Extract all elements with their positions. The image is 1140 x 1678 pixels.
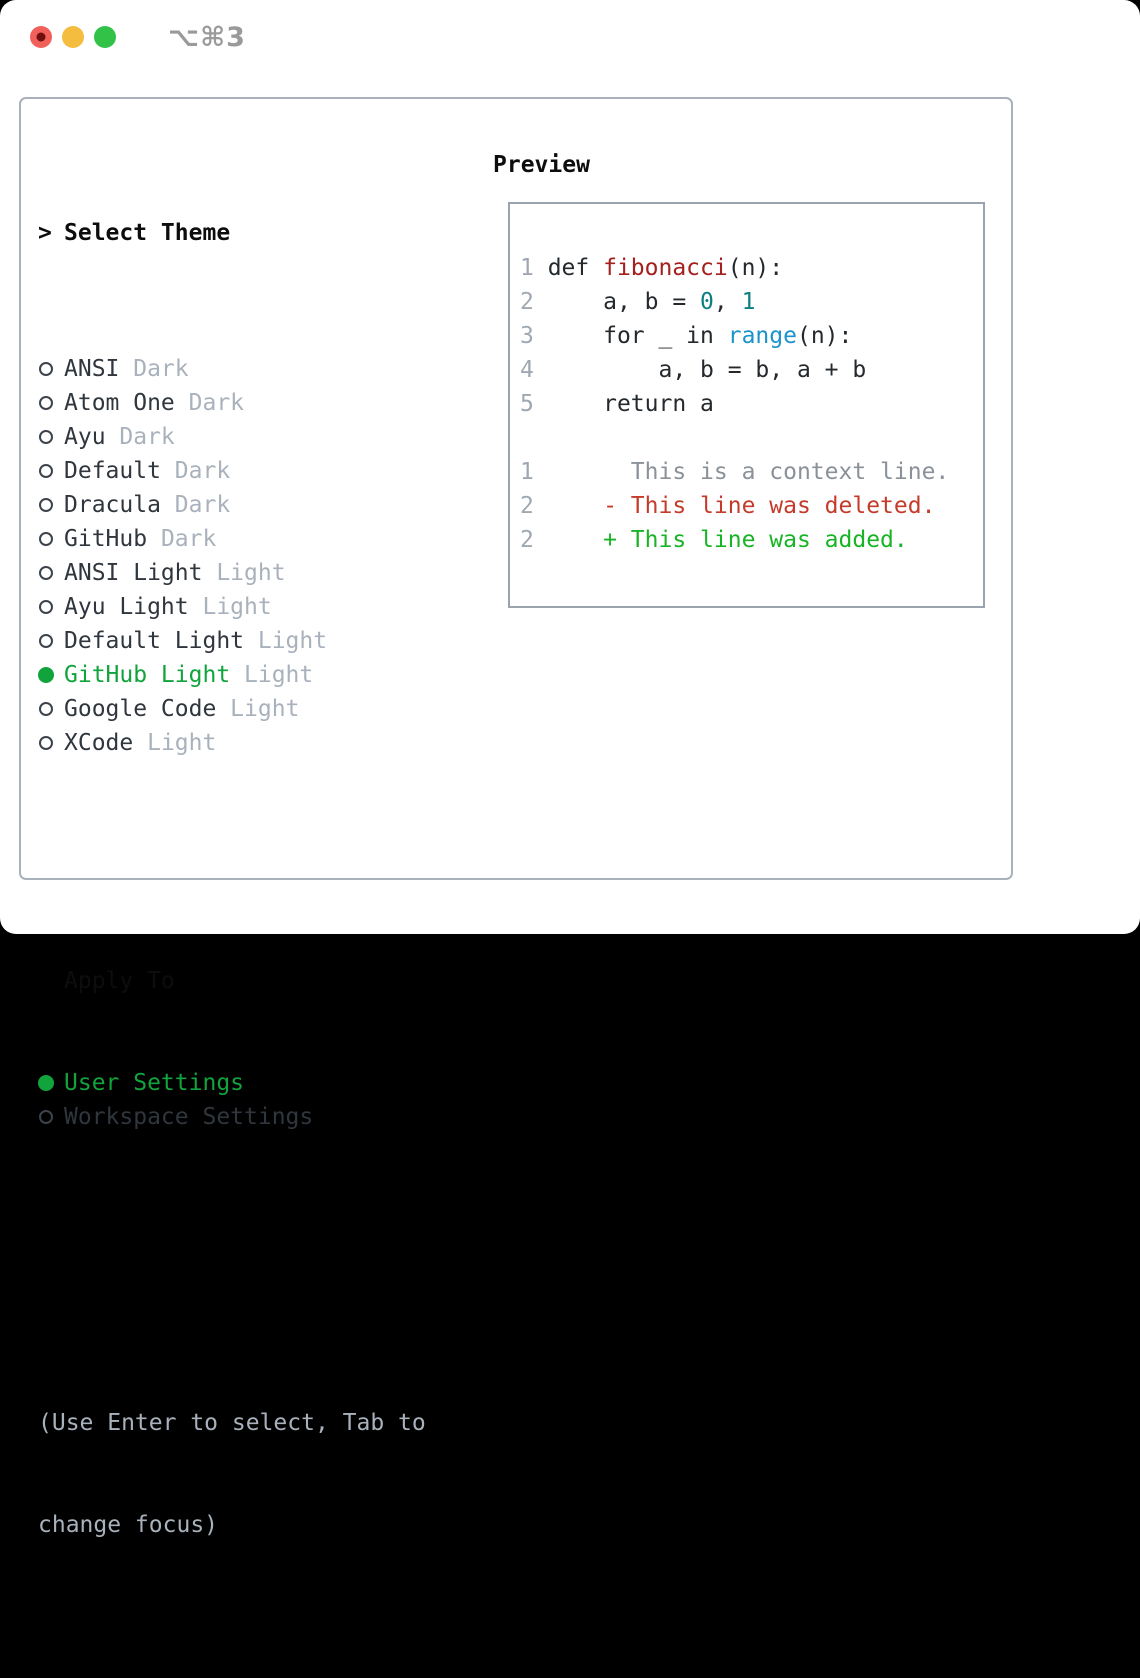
theme-option[interactable]: Ayu Light Light <box>38 590 426 624</box>
code-line: 3 for _ in range(n): <box>520 323 853 349</box>
theme-option[interactable]: Atom One Dark <box>38 386 426 420</box>
theme-option[interactable]: ANSI Dark <box>38 352 426 386</box>
radio-icon <box>38 702 64 716</box>
theme-option-label: Dracula <box>64 492 161 518</box>
theme-option-label: ANSI <box>64 356 120 382</box>
theme-option-label: Ayu Light <box>64 594 189 620</box>
theme-option-label: Default <box>64 458 161 484</box>
theme-option[interactable]: Ayu Dark <box>38 420 426 454</box>
code-line: 5 return a <box>520 391 714 417</box>
theme-option-label: ANSI Light <box>64 560 203 586</box>
radio-icon <box>38 430 64 444</box>
theme-variant-tag: Light <box>133 730 217 756</box>
theme-option[interactable]: Dracula Dark <box>38 488 426 522</box>
theme-option[interactable]: Default Dark <box>38 454 426 488</box>
theme-option-label: Ayu <box>64 424 106 450</box>
code-line: 2 - This line was deleted. <box>520 493 936 519</box>
theme-variant-tag: Dark <box>105 424 175 450</box>
theme-option[interactable]: XCode Light <box>38 726 426 760</box>
close-dot-icon <box>36 32 46 42</box>
theme-variant-tag: Dark <box>147 526 217 552</box>
radio-icon <box>38 566 64 580</box>
preview-title: Preview <box>493 152 590 178</box>
code-line <box>520 421 949 455</box>
radio-selected-icon <box>38 667 64 683</box>
theme-option-label: Atom One <box>64 390 175 416</box>
theme-option[interactable]: Google Code Light <box>38 692 426 726</box>
hint-line: (Use Enter to select, Tab to <box>38 1410 426 1436</box>
code-line: 2 a, b = 0, 1 <box>520 289 756 315</box>
hint-line: change focus) <box>38 1512 219 1538</box>
theme-variant-tag: Light <box>244 628 328 654</box>
theme-option[interactable]: GitHub Dark <box>38 522 426 556</box>
radio-icon <box>38 464 64 478</box>
keyboard-hint: (Use Enter to select, Tab to change focu… <box>38 1338 426 1610</box>
theme-option[interactable]: Default Light Light <box>38 624 426 658</box>
theme-option-label: Google Code <box>64 696 217 722</box>
theme-variant-tag: Light <box>216 696 300 722</box>
apply-to-title: Apply To <box>64 968 175 994</box>
theme-option-label: XCode <box>64 730 134 756</box>
theme-variant-tag: Light <box>188 594 272 620</box>
theme-variant-tag: Light <box>202 560 286 586</box>
radio-icon <box>38 532 64 546</box>
radio-selected-icon <box>38 1075 64 1091</box>
radio-icon <box>38 498 64 512</box>
prompt-caret-icon: > <box>38 220 52 246</box>
zoom-button[interactable] <box>94 26 116 48</box>
code-line: 4 a, b = b, a + b <box>520 357 867 383</box>
theme-variant-tag: Dark <box>174 390 245 416</box>
theme-option-label: Default Light <box>64 628 245 654</box>
radio-icon <box>38 634 64 648</box>
theme-variant-tag: Light <box>230 662 314 688</box>
apply-target-option-label: Workspace Settings <box>64 1104 314 1130</box>
radio-icon <box>38 1110 64 1124</box>
theme-option[interactable]: GitHub Light Light <box>38 658 426 692</box>
titlebar: ⌥⌘3 <box>0 0 1140 74</box>
radio-icon <box>38 736 64 750</box>
select-theme-header: > Select Theme <box>38 216 426 250</box>
preview-pane: 1 def fibonacci(n): 2 a, b = 0, 1 3 for _ … <box>508 202 985 608</box>
apply-target-option-label: User Settings <box>64 1070 245 1096</box>
theme-variant-tag: Dark <box>160 492 231 518</box>
code-line: 1 def fibonacci(n): <box>520 255 784 281</box>
traffic-lights <box>30 26 116 48</box>
apply-target-option[interactable]: Workspace Settings <box>38 1100 426 1134</box>
apply-target-option[interactable]: User Settings <box>38 1066 426 1100</box>
theme-variant-tag: Dark <box>160 458 231 484</box>
theme-option-label: GitHub <box>64 526 148 552</box>
select-theme-title: Select Theme <box>64 220 231 246</box>
apply-to-header: Apply To <box>38 964 426 998</box>
theme-option[interactable]: ANSI Light Light <box>38 556 426 590</box>
theme-variant-tag: Dark <box>119 356 189 382</box>
radio-icon <box>38 396 64 410</box>
close-button[interactable] <box>30 26 52 48</box>
radio-icon <box>38 600 64 614</box>
code-line: 2 + This line was added. <box>520 527 908 553</box>
code-preview: 1 def fibonacci(n): 2 a, b = 0, 1 3 for _ … <box>520 251 949 557</box>
theme-option-label: GitHub Light <box>64 662 231 688</box>
code-line: 1 This is a context line. <box>520 459 950 485</box>
radio-icon <box>38 362 64 376</box>
window-title-shortcut: ⌥⌘3 <box>168 22 246 53</box>
minimize-button[interactable] <box>62 26 84 48</box>
